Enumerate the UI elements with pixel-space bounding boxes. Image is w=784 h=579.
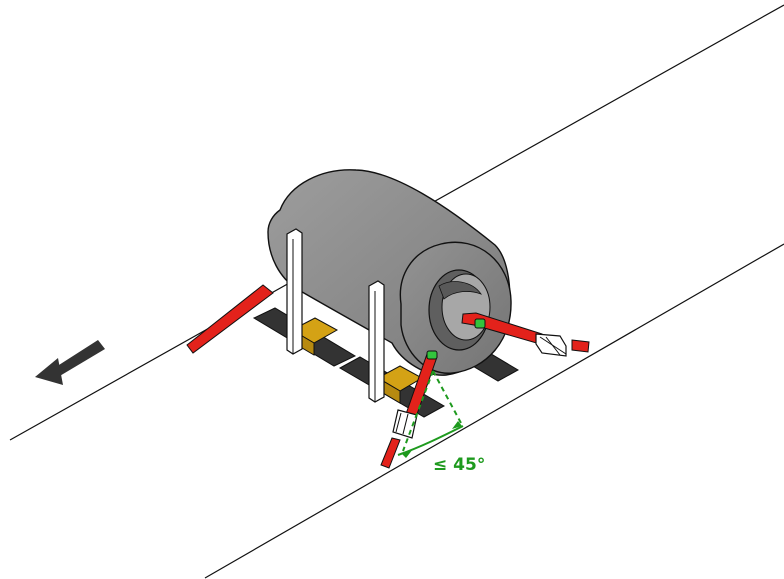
angle-limit-label: ≤ 45° [433,455,485,475]
road-edge-lower [204,243,784,579]
arrow-left-down-icon [35,340,105,385]
lashing-angle-indicator [397,370,464,458]
front-right-lashing-strap [461,312,590,357]
stanchion-rear [286,228,303,355]
edge-protector-icon [474,318,486,329]
stanchion-front [368,280,385,403]
edge-protector-icon [426,350,438,360]
rear-lashing-strap [186,284,274,354]
steel-coil [267,169,512,376]
ratchet-tensioner-icon [535,333,567,357]
